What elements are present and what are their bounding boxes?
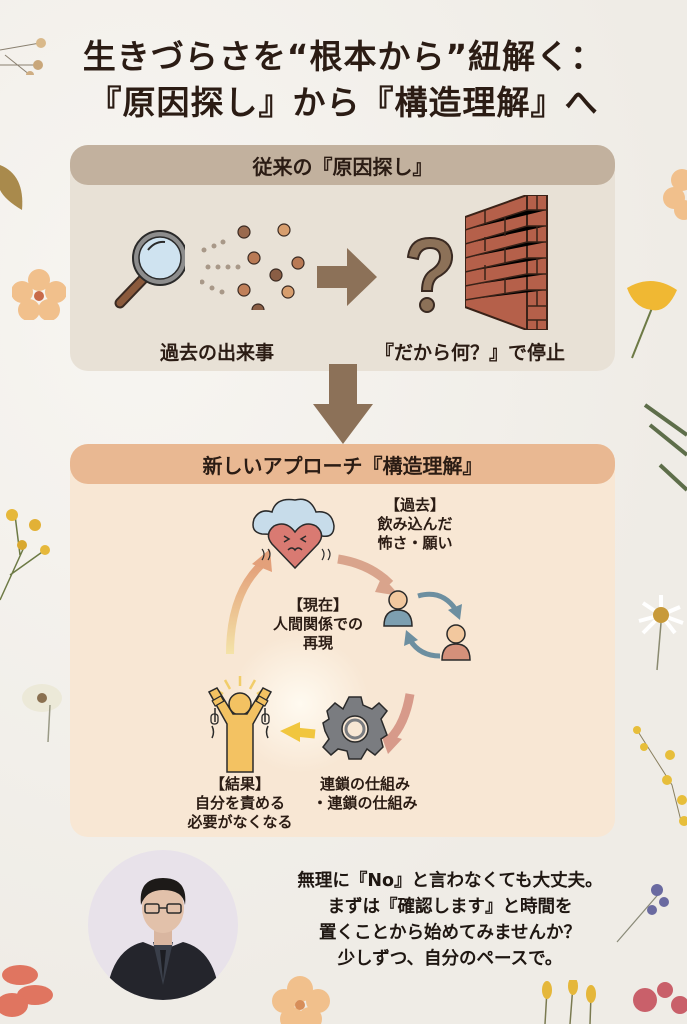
stressed-heart-cloud-icon bbox=[252, 498, 335, 570]
avatar bbox=[88, 850, 238, 1000]
message-line-2: まずは『確認します』と時間を bbox=[327, 897, 573, 917]
right-arrow-icon bbox=[317, 248, 377, 306]
structural-understanding-card: 新しいアプローチ『構造理解』 bbox=[70, 444, 615, 837]
peach-flower-right-icon bbox=[663, 169, 687, 220]
present-tag: 【現在】 bbox=[287, 596, 348, 614]
brick-wall-icon bbox=[465, 195, 548, 330]
past-tag: 【過去】 bbox=[384, 496, 445, 514]
daisy-right-icon bbox=[638, 595, 684, 671]
peach-flower-left-icon bbox=[12, 269, 66, 320]
message-line-1: 無理に『No』と言わなくても大丈夫。 bbox=[297, 871, 603, 891]
magnifier-icon bbox=[114, 230, 185, 309]
yellow-sprig-left-icon bbox=[0, 509, 50, 601]
person-photo-icon bbox=[106, 878, 220, 1000]
gear-icon bbox=[322, 696, 388, 760]
mimosa-right-icon bbox=[633, 726, 687, 826]
dried-leaf-left-icon bbox=[0, 165, 23, 210]
page-title: 生きづらさを“根本から”紐解く： 『原因探し』から『構造理解』へ bbox=[0, 34, 687, 126]
red-flower-bottom-left-icon bbox=[0, 965, 53, 1017]
result-line-2: 必要がなくなる bbox=[187, 813, 293, 831]
message-line-4: 少しずつ、自分のペースで。 bbox=[337, 949, 563, 969]
result-tag: 【結果】 bbox=[209, 775, 270, 793]
fern-right-icon bbox=[643, 403, 687, 492]
question-mark-icon bbox=[406, 236, 454, 313]
result-label: 【結果】 自分を責める 必要がなくなる bbox=[170, 775, 310, 832]
chain-line-2: ・連鎖の仕組み bbox=[312, 794, 418, 812]
past-line-2: 怖さ・願い bbox=[377, 534, 453, 552]
pink-flower-bottom-right-icon bbox=[633, 982, 687, 1014]
scattered-dots-icon bbox=[200, 223, 305, 310]
so-what-stop-label: 『だから何？』で停止 bbox=[375, 342, 566, 364]
down-arrow-icon bbox=[313, 364, 373, 444]
present-label: 【現在】 人間関係での 再現 bbox=[258, 596, 378, 653]
present-line-1: 人間関係での bbox=[272, 615, 363, 633]
encouragement-message: 無理に『No』と言わなくても大丈夫。 まずは『確認します』と時間を 置くことから… bbox=[240, 868, 660, 972]
peach-flower-bottom-icon bbox=[272, 976, 330, 1024]
yellow-flower-right-icon bbox=[627, 280, 677, 359]
pressed-flower-top-left-icon bbox=[0, 38, 46, 75]
traditional-card-header: 従来の『原因探し』 bbox=[70, 145, 615, 185]
blue-larkspur-right-icon bbox=[616, 884, 669, 943]
two-people-cycle-icon bbox=[383, 590, 471, 661]
past-line-1: 飲み込んだ bbox=[377, 515, 453, 533]
chain-label: 連鎖の仕組み ・連鎖の仕組み bbox=[295, 775, 435, 813]
title-line-2: 『原因探し』から『構造理解』へ bbox=[88, 83, 599, 122]
chain-line-1: 連鎖の仕組み bbox=[319, 775, 410, 793]
freed-person-icon bbox=[207, 676, 273, 773]
present-line-2: 再現 bbox=[302, 634, 333, 652]
past-label: 【過去】 飲み込んだ 怖さ・願い bbox=[370, 496, 460, 553]
message-line-3: 置くことから始めてみませんか？ bbox=[319, 923, 581, 943]
result-line-1: 自分を責める bbox=[194, 794, 285, 812]
cycle-arrows bbox=[226, 549, 415, 754]
title-line-1: 生きづらさを“根本から”紐解く： bbox=[82, 37, 605, 76]
past-events-label: 過去の出来事 bbox=[160, 342, 275, 364]
traditional-approach-card: 従来の『原因探し』 過去の出来事 『だから何？』で停止 bbox=[70, 145, 615, 371]
yellow-sprig-bottom-icon bbox=[542, 980, 596, 1024]
new-approach-card-header: 新しいアプローチ『構造理解』 bbox=[70, 444, 615, 484]
white-pansy-left-icon bbox=[22, 684, 62, 743]
